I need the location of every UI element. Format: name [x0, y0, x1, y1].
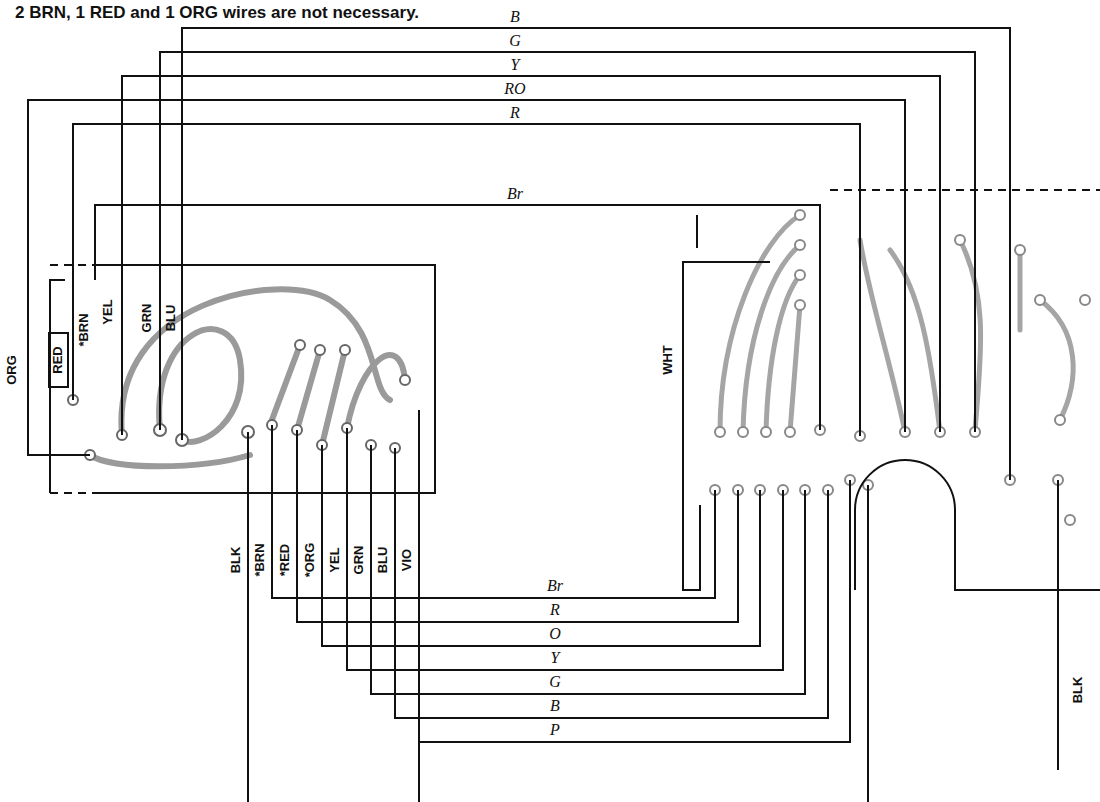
wire-color-label: YEL — [328, 546, 342, 573]
pcb-pads — [68, 340, 410, 460]
handwritten-color-code: RO — [503, 80, 526, 98]
handwritten-color-code: G — [508, 32, 522, 50]
pcb-pads — [710, 210, 1090, 525]
wire-color-label: *RED — [278, 543, 292, 578]
handwritten-color-code: P — [549, 721, 561, 739]
wire-color-label: GRN — [352, 545, 366, 576]
handwritten-color-code: Y — [510, 56, 521, 74]
wire-color-label: *BRN — [77, 312, 91, 347]
wire-color-label: ORG — [5, 354, 19, 386]
handwritten-color-code: Br — [506, 185, 524, 203]
board-outline — [830, 190, 1100, 590]
note-text: 2 BRN, 1 RED and 1 ORG wires are not nec… — [14, 4, 420, 23]
wire-color-label: GRN — [140, 303, 154, 334]
wire-color-label: *ORG — [303, 542, 317, 579]
wire-color-label: RED — [51, 345, 65, 374]
wire-color-label: WHT — [661, 344, 675, 376]
wire-color-label: BLU — [164, 304, 178, 333]
handwritten-color-code: Y — [550, 649, 561, 667]
handwritten-color-code: R — [549, 601, 561, 619]
wire-color-label: BLK — [229, 546, 243, 575]
wire-color-label: *BRN — [253, 542, 267, 577]
pcb-traces — [720, 215, 1073, 432]
wire-color-label: VIO — [400, 548, 414, 572]
handwritten-color-code: B — [549, 697, 561, 715]
handwritten-color-code: G — [548, 673, 562, 691]
wires — [28, 28, 1058, 802]
handwritten-color-code: O — [548, 625, 562, 643]
handwritten-color-code: R — [509, 104, 521, 122]
wire-color-label: YEL — [101, 298, 115, 325]
board-outline — [49, 265, 435, 493]
wire-color-label: BLU — [376, 546, 390, 575]
handwritten-color-code: B — [509, 8, 521, 26]
handwritten-color-code: Br — [546, 577, 564, 595]
wire-color-label: BLK — [1071, 676, 1085, 705]
